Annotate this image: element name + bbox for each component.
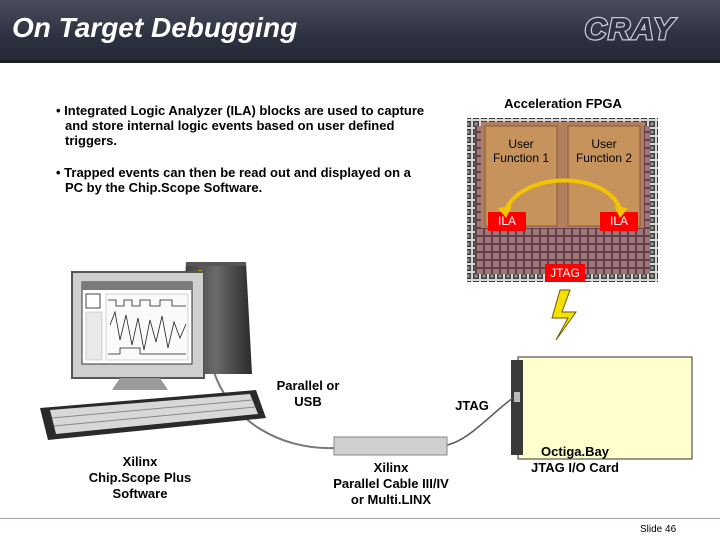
bullet-2: • Trapped events can then be read out an… xyxy=(56,165,411,195)
jtag-cable-label: JTAG xyxy=(455,398,489,413)
io-card-label: Octiga.Bay JTAG I/O Card xyxy=(518,444,632,476)
chipscope-line-1: Xilinx xyxy=(122,454,158,469)
user-function-1-line-1: User xyxy=(508,137,534,151)
ila-left-block xyxy=(488,212,526,231)
user-function-2-line-2: Function 2 xyxy=(575,151,633,165)
ila-left-label: ILA xyxy=(497,214,516,228)
user-function-1-line-2: Function 1 xyxy=(492,151,550,165)
ila-right-block xyxy=(600,212,638,231)
waveform-3 xyxy=(108,347,186,355)
user-function-2-block xyxy=(567,125,641,227)
bullet-1-line-2: and store internal logic events based on… xyxy=(65,118,395,133)
io-card-line-1: Octiga.Bay xyxy=(541,444,609,459)
screen-titlebar xyxy=(82,282,192,290)
header-bar xyxy=(0,0,720,60)
user-function-2-line-1: User xyxy=(591,137,617,151)
pc-monitor xyxy=(71,271,205,390)
fpga-title: Acceleration FPGA xyxy=(504,96,622,111)
chipscope-line-3: Software xyxy=(112,486,168,501)
bullet-2-line-1: • Trapped events can then be read out an… xyxy=(56,165,411,180)
parallel-usb-label: Parallel or USB xyxy=(262,378,354,410)
pc-cable xyxy=(213,371,335,450)
bullet-1-line-1: • Integrated Logic Analyzer (ILA) blocks… xyxy=(56,103,425,118)
logo-text: CRAY xyxy=(585,13,677,46)
user-function-2-label: User Function 2 xyxy=(568,137,640,165)
slide-number: Slide 46 xyxy=(640,524,677,535)
parallel-cable-line-1: Xilinx xyxy=(373,460,409,475)
bullet-2-line-2: PC by the Chip.Scope Software. xyxy=(65,180,263,195)
jtag-cable xyxy=(446,397,514,446)
jtag-lightning-icon xyxy=(551,289,577,341)
parallel-cable-line-3: or Multi.LINX xyxy=(350,492,432,507)
page-title: On Target Debugging xyxy=(12,12,298,43)
tower-top xyxy=(186,262,246,266)
screen-logo-icon xyxy=(85,293,101,309)
parallel-usb-line-2: USB xyxy=(294,394,322,409)
io-card-connector xyxy=(514,392,520,402)
chipscope-label: Xilinx Chip.Scope Plus Software xyxy=(80,454,200,502)
user-function-1-label: User Function 1 xyxy=(485,137,557,165)
parallel-cable-label: Xilinx Parallel Cable III/IV or Multi.LI… xyxy=(316,460,466,508)
io-card-line-2: JTAG I/O Card xyxy=(531,460,619,475)
monitor-stand xyxy=(112,378,168,390)
waveform-2 xyxy=(109,310,187,351)
bullet-1: • Integrated Logic Analyzer (ILA) blocks… xyxy=(56,103,424,148)
jtag-block xyxy=(545,264,585,282)
fpga-chip xyxy=(467,118,658,282)
io-card-bracket xyxy=(511,360,523,455)
header-divider xyxy=(0,60,720,63)
parallel-cable-pod xyxy=(333,436,448,456)
cray-logo: CRAY CRAY xyxy=(583,12,677,46)
pc-keyboard xyxy=(40,390,266,440)
ila-link-arrowhead-right xyxy=(614,206,628,218)
waveform-1 xyxy=(108,299,186,307)
jtag-io-card xyxy=(511,356,693,460)
ila-right-label: ILA xyxy=(609,214,628,228)
logo-text-fill: CRAY xyxy=(585,13,677,46)
user-function-1-block xyxy=(484,125,558,227)
parallel-usb-line-1: Parallel or xyxy=(276,378,340,393)
parallel-cable-line-2: Parallel Cable III/IV xyxy=(333,476,449,491)
footer-divider xyxy=(0,518,720,519)
ila-link-arrowhead-left xyxy=(498,206,512,218)
chipscope-line-2: Chip.Scope Plus xyxy=(88,470,192,485)
bullet-1-line-3: triggers. xyxy=(65,133,118,148)
screen-sidebar xyxy=(85,311,103,361)
ila-link-arrow xyxy=(503,178,623,213)
jtag-chip-label: JTAG xyxy=(550,266,580,280)
io-card-board xyxy=(517,356,693,460)
